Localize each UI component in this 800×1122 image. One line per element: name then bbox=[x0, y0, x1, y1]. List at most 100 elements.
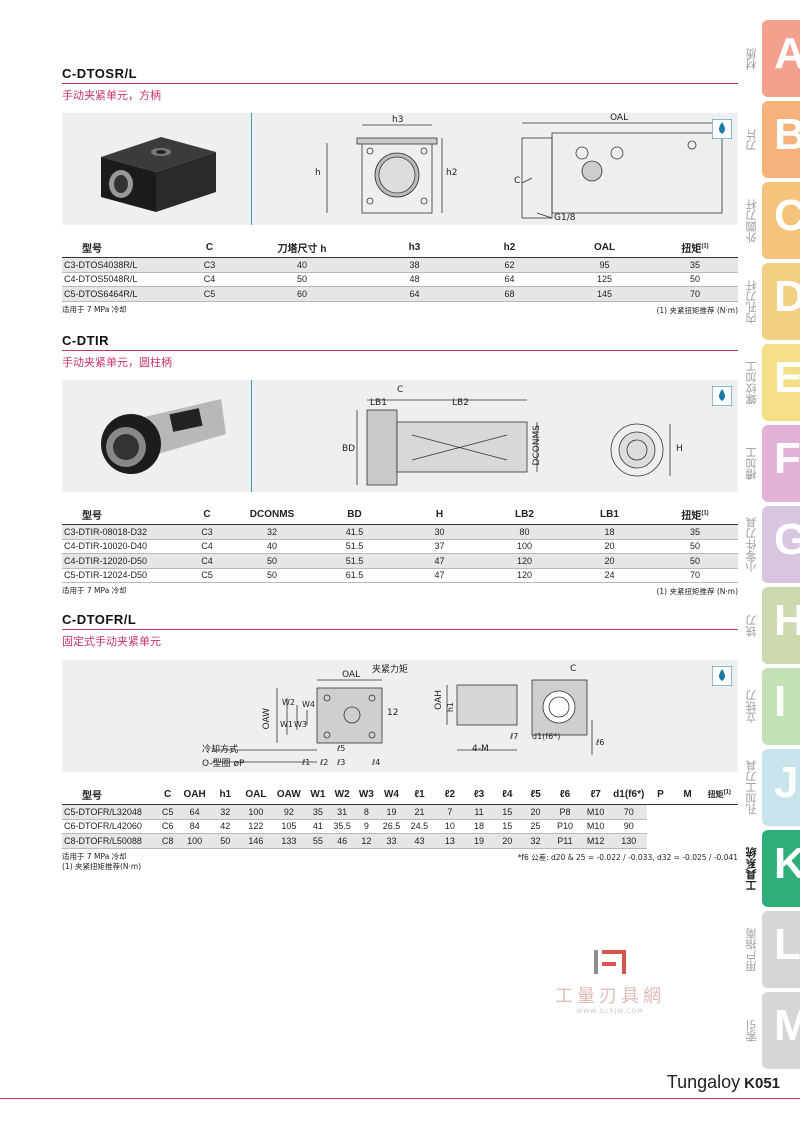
drawing-label-oring: O-型圈 øP bbox=[202, 759, 245, 769]
side-tab-c[interactable]: C bbox=[762, 182, 800, 259]
section-rule bbox=[62, 83, 738, 84]
drawing-label-clamp-torque: 夹紧力矩 bbox=[372, 665, 409, 675]
drawing-label-4m: 4-M bbox=[472, 744, 489, 754]
watermark-text: 工量刃具網 bbox=[555, 986, 665, 1007]
figure-divider bbox=[251, 113, 252, 225]
value-cell: 146 bbox=[239, 833, 273, 849]
tab-label[interactable]: 内孔刀杆 bbox=[745, 280, 758, 324]
value-cell: 7 bbox=[434, 804, 465, 820]
value-cell: 145 bbox=[557, 286, 652, 302]
side-tab-e[interactable]: E bbox=[762, 344, 800, 421]
value-cell: P10 bbox=[549, 819, 581, 834]
note-tolerance: *f6 公差: d20 & 25 = -0.022 / -0.033, d32 … bbox=[517, 853, 738, 862]
side-tab-b[interactable]: B bbox=[762, 101, 800, 178]
watermark-logo bbox=[594, 950, 626, 974]
side-tab-h[interactable]: H bbox=[762, 587, 800, 664]
value-cell: C4 bbox=[182, 553, 232, 569]
tab-label[interactable]: 螺纹加工 bbox=[745, 361, 758, 405]
value-cell: 51.5 bbox=[312, 553, 397, 569]
side-tab-l[interactable]: L bbox=[762, 911, 800, 988]
drawing-label-h3: h3 bbox=[392, 115, 404, 125]
spec-table-dtir: 型号 C DCONMS BD H LB2 LB1 扭矩(1) C3-DTIR-0… bbox=[62, 505, 738, 583]
tab-label[interactable]: 用户指南 bbox=[745, 928, 758, 972]
model-cell: C5-DTIR-12024-D50 bbox=[62, 568, 182, 583]
side-tab-d[interactable]: D bbox=[762, 263, 800, 340]
section-title: C-DTIR bbox=[62, 333, 110, 348]
tab-label[interactable]: 材质 bbox=[745, 48, 758, 70]
tab-label[interactable]: 刀片 bbox=[745, 129, 758, 151]
header-cell: ℓ2 bbox=[434, 785, 465, 805]
drawing-label-h: H bbox=[676, 444, 683, 454]
header-cell: W1 bbox=[305, 785, 331, 805]
tab-label[interactable]: 槽加工 bbox=[745, 447, 758, 481]
value-cell: 20 bbox=[493, 833, 522, 849]
side-tab-i[interactable]: I bbox=[762, 668, 800, 745]
drawing-label-h: h bbox=[315, 168, 321, 178]
header-cell: d1(f6*) bbox=[610, 785, 647, 805]
watermark: 工量刃具網 WWW.GLRJW.COM bbox=[530, 948, 690, 1015]
value-cell: 50 bbox=[652, 539, 738, 554]
tab-letter: D bbox=[774, 272, 800, 321]
header-cell: LB1 bbox=[567, 505, 652, 525]
side-tab-k[interactable]: K bbox=[762, 830, 800, 907]
value-cell: 35.5 bbox=[330, 819, 354, 834]
tab-label[interactable]: 外圆刀杆 bbox=[745, 199, 758, 243]
value-cell: 120 bbox=[482, 568, 567, 583]
tab-label[interactable]: 索引 bbox=[745, 1020, 758, 1042]
value-cell: 41.5 bbox=[312, 524, 397, 540]
side-tab-j[interactable]: J bbox=[762, 749, 800, 826]
section-dtofr: C-DTOFR/L 固定式手动夹紧单元 bbox=[62, 612, 738, 649]
value-cell: 9 bbox=[353, 819, 379, 834]
section-subtitle: 手动夹紧单元，圆柱柄 bbox=[62, 356, 172, 369]
value-cell: 51.5 bbox=[312, 539, 397, 554]
header-cell: h1 bbox=[211, 785, 240, 805]
tab-label[interactable]: 小零件刀具 bbox=[745, 517, 758, 573]
brand-name: Tungaloy bbox=[666, 1072, 741, 1092]
side-tab-f[interactable]: F bbox=[762, 425, 800, 502]
header-cell-torque: 扭矩(1) bbox=[652, 505, 738, 525]
tab-letter: K bbox=[774, 839, 800, 888]
side-tab-g[interactable]: G bbox=[762, 506, 800, 583]
header-cell: DCONMS bbox=[232, 505, 312, 525]
tab-label[interactable]: 孔加工刀具 bbox=[745, 760, 758, 816]
header-cell: C bbox=[182, 505, 232, 525]
value-cell: C5 bbox=[157, 804, 179, 820]
section-dtosr: C-DTOSR/L 手动夹紧单元，方柄 bbox=[62, 66, 738, 103]
drawing-label-g18: G1/8 bbox=[554, 213, 576, 223]
value-cell: 46 bbox=[330, 833, 354, 849]
drawing-label-l7: ℓ7 bbox=[510, 732, 519, 741]
tab-letter: C bbox=[774, 191, 800, 240]
side-tab-a[interactable]: A bbox=[762, 20, 800, 97]
value-cell: 61.5 bbox=[312, 568, 397, 583]
spec-table-dtosr: 型号 C 刀塔尺寸 h h3 h2 OAL 扭矩(1) C3-DTOS4038R… bbox=[62, 238, 738, 302]
drawing-label-h1: h1 bbox=[446, 702, 455, 713]
value-cell: 33 bbox=[378, 833, 405, 849]
header-cell-torque: 扭矩(1) bbox=[700, 785, 738, 805]
model-cell: C4-DTOS5048R/L bbox=[62, 272, 182, 287]
value-cell: 30 bbox=[397, 524, 482, 540]
side-tab-m[interactable]: M bbox=[762, 992, 800, 1069]
drawing-label-cooling: 冷却方式 bbox=[202, 745, 239, 755]
tab-label[interactable]: 立铣刀 bbox=[745, 690, 758, 724]
value-cell: 25 bbox=[521, 819, 550, 834]
value-cell: 15 bbox=[493, 819, 522, 834]
header-cell: ℓ3 bbox=[464, 785, 494, 805]
header-cell: C bbox=[157, 785, 179, 805]
value-cell: 38 bbox=[367, 257, 462, 273]
coolant-icon bbox=[712, 666, 732, 686]
tab-label[interactable]: 工具系统 bbox=[745, 847, 758, 891]
header-cell: h2 bbox=[462, 238, 557, 258]
value-cell: C3 bbox=[182, 524, 232, 540]
header-cell: M bbox=[674, 785, 701, 805]
section-dtir: C-DTIR 手动夹紧单元，圆柱柄 bbox=[62, 333, 738, 370]
value-cell: 48 bbox=[367, 272, 462, 287]
section-subtitle: 手动夹紧单元，方柄 bbox=[62, 89, 161, 102]
tab-label[interactable]: 铣刀 bbox=[745, 615, 758, 637]
value-cell: 15 bbox=[493, 804, 522, 820]
model-cell: C4-DTIR-12020-D50 bbox=[62, 553, 182, 569]
tab-letter: L bbox=[774, 920, 800, 969]
tab-letter: F bbox=[774, 434, 800, 483]
table-header: 型号 C 刀塔尺寸 h h3 h2 OAL 扭矩(1) bbox=[62, 238, 738, 258]
